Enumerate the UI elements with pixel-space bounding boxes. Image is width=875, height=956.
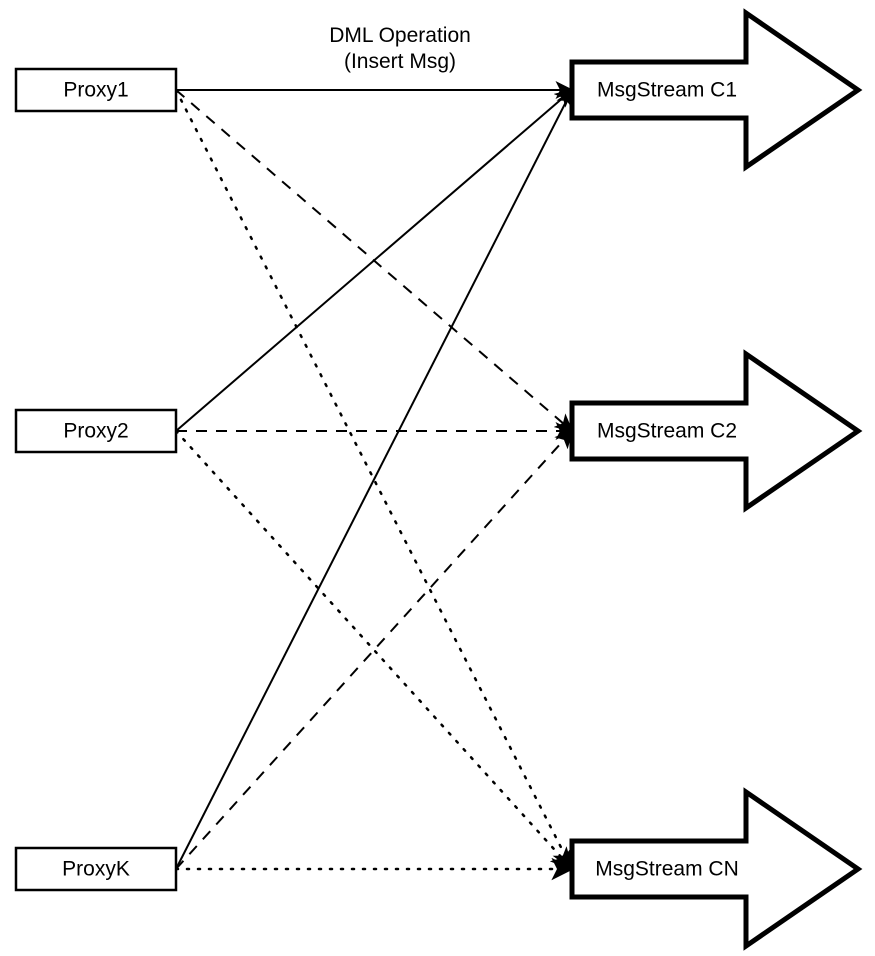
connections-layer [174, 81, 574, 881]
stream-label: MsgStream C1 [597, 79, 737, 102]
proxy-label: Proxy2 [63, 420, 128, 443]
connection-line [175, 88, 573, 870]
stream-node-stream-c1[interactable]: MsgStream C1 [569, 8, 863, 172]
proxy-box[interactable] [14, 846, 178, 892]
stream-label: MsgStream CN [595, 858, 739, 881]
connection-line [174, 429, 574, 871]
proxy-label: ProxyK [62, 858, 130, 881]
annotations-layer: DML Operation (Insert Msg) [329, 24, 471, 73]
connection-proxy2-to-cn [174, 429, 574, 871]
proxy-box[interactable] [14, 67, 178, 113]
dml-operation-label-line2: (Insert Msg) [344, 50, 456, 73]
stream-node-stream-c2[interactable]: MsgStream C2 [569, 349, 863, 513]
proxy-node-proxy2[interactable]: Proxy2 [14, 408, 178, 454]
stream-block-arrow[interactable] [569, 349, 863, 513]
dml-operation-label-line1: DML Operation [329, 24, 471, 47]
connection-proxy1-to-cn [174, 88, 574, 871]
stream-node-stream-cn[interactable]: MsgStream CN [569, 787, 863, 951]
connection-line [174, 88, 574, 871]
proxy-node-proxy1[interactable]: Proxy1 [14, 67, 178, 113]
connection-line [175, 89, 574, 432]
connection-proxy1-to-c2 [175, 89, 574, 432]
stream-block-arrow[interactable] [569, 8, 863, 172]
proxy-label: Proxy1 [63, 79, 128, 102]
proxy-box[interactable] [14, 408, 178, 454]
stream-block-arrow[interactable] [569, 787, 863, 951]
proxy-node-proxyk[interactable]: ProxyK [14, 846, 178, 892]
connection-proxyk-to-c1 [175, 88, 573, 870]
stream-label: MsgStream C2 [597, 420, 737, 443]
streams-layer: MsgStream C1 MsgStream C2 MsgStream CN [569, 8, 863, 951]
